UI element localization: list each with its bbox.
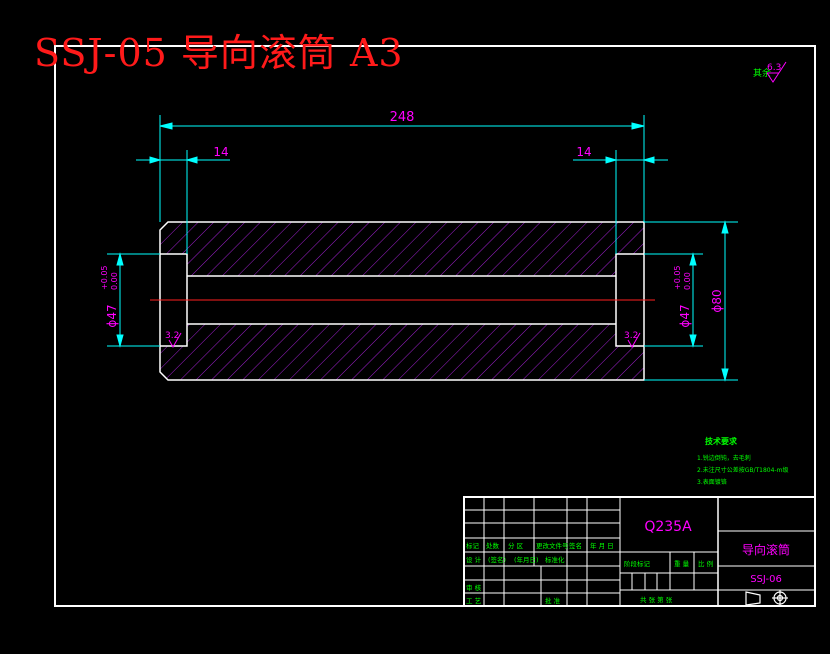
dimension-lines [107, 115, 738, 382]
drawing-stamp: SSJ-05 导向滚筒 A3 [34, 31, 404, 75]
tech-requirement-1: 1.锐边倒钝，去毛刺 [697, 454, 751, 462]
tb-label-signed: (签名) [488, 555, 506, 564]
tb-label-standardization: 标准化 [545, 555, 565, 564]
tech-requirements-title: 技术要求 [705, 436, 738, 446]
tb-label-weight: 重 量 [674, 560, 690, 568]
lower-wall-hatch [160, 324, 644, 380]
tech-requirements: 技术要求 1.锐边倒钝，去毛刺 2.未注尺寸公差按GB/T1804-m级 3.表… [697, 436, 788, 486]
dim-left-bore-dia: ϕ47 +0.05 0.00 [100, 265, 119, 327]
tech-requirement-2: 2.未注尺寸公差按GB/T1804-m级 [697, 466, 788, 474]
tech-requirement-3: 3.表面镀铬 [697, 478, 727, 486]
tb-label-stage: 阶段标记 [624, 559, 651, 568]
drawing-border [54, 45, 816, 607]
material: Q235A [644, 519, 692, 535]
right-roughness-symbol: 3.2 [624, 331, 641, 349]
drawing-number: SSJ-06 [750, 574, 782, 585]
part-section [150, 221, 655, 381]
dim-right-bore-dia: ϕ47 +0.05 0.00 [673, 265, 692, 327]
part-name: 导向滚筒 [742, 542, 790, 557]
tb-label-signature: 签名 [569, 541, 582, 550]
svg-text:6.3: 6.3 [767, 63, 781, 73]
tb-label-date: 年 月 日 [590, 541, 614, 550]
svg-text:ϕ47: ϕ47 [105, 304, 119, 327]
tb-label-zone: 分 区 [508, 541, 524, 550]
svg-text:+0.05: +0.05 [673, 265, 682, 290]
roughness-corner-mark: 其余 6.3 [753, 61, 787, 83]
tb-label-change-doc: 更改文件号 [536, 541, 569, 550]
tb-label-dated: (年月日) [514, 555, 539, 564]
tb-label-design: 设 计 [466, 555, 482, 564]
svg-text:其余: 其余 [753, 67, 771, 79]
tb-label-sheet: 共 张 第 张 [640, 595, 673, 604]
svg-text:ϕ47: ϕ47 [678, 304, 692, 327]
svg-text:0.00: 0.00 [110, 272, 119, 290]
projection-symbol-icon [745, 590, 788, 606]
dim-outer-dia: ϕ80 [710, 289, 724, 312]
tb-label-approve: 批 准 [545, 596, 561, 605]
dim-right-bore-depth: 14 [576, 145, 591, 159]
title-block [463, 496, 816, 607]
tb-label-process: 工 艺 [466, 597, 482, 605]
tb-label-mark: 标记 [466, 541, 480, 550]
upper-wall-hatch [160, 222, 644, 276]
svg-text:+0.05: +0.05 [100, 265, 109, 290]
svg-text:3.2: 3.2 [624, 331, 638, 341]
svg-text:3.2: 3.2 [165, 331, 179, 341]
tb-label-count: 处数 [486, 541, 500, 550]
left-roughness-symbol: 3.2 [165, 331, 182, 349]
svg-text:0.00: 0.00 [683, 272, 692, 290]
dim-overall-length: 248 [390, 110, 415, 125]
dim-left-bore-depth: 14 [213, 145, 228, 159]
tb-label-audit: 审 核 [466, 583, 482, 592]
tb-label-scale: 比 例 [698, 559, 713, 568]
